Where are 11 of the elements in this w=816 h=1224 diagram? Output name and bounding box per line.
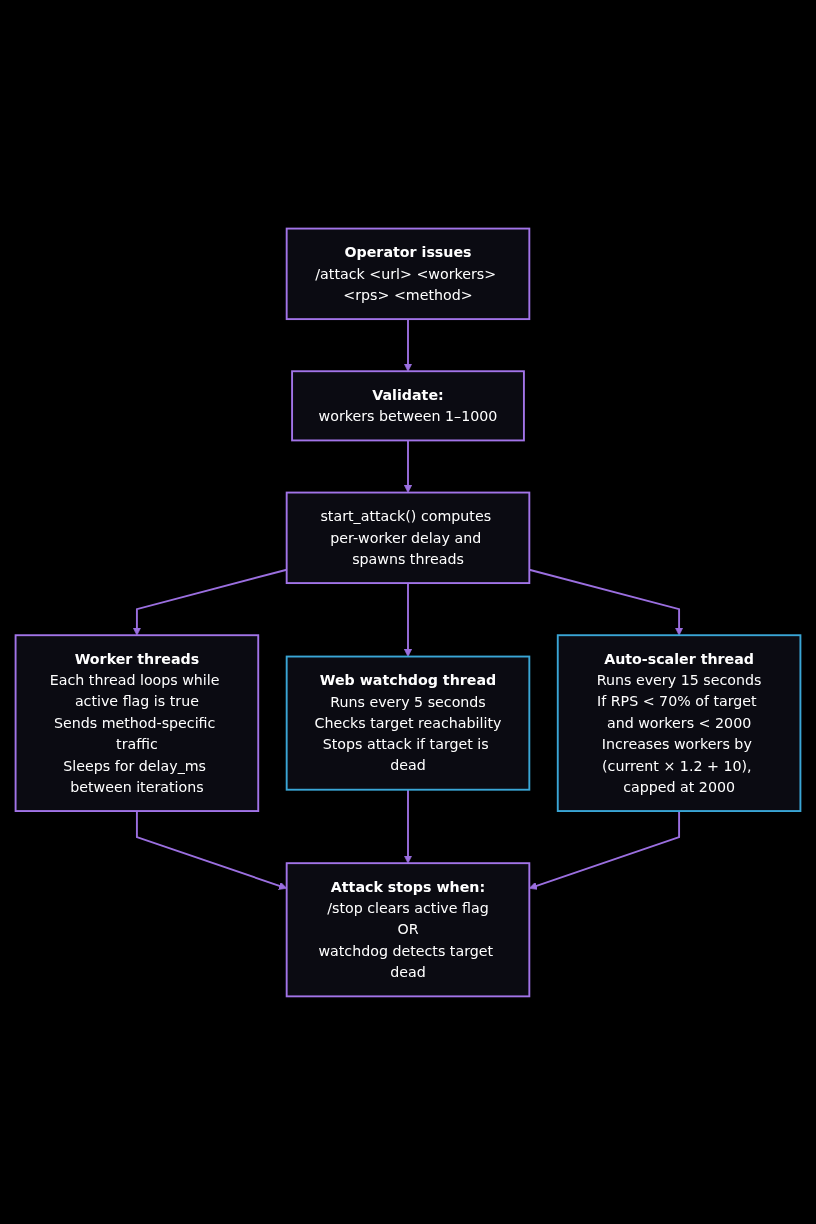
arrow	[403, 788, 413, 864]
node-box: Auto-scaler thread Runs every 15 seconds If RPS < 70% of target and workers < 2000 Increases workers by (current × 1.2 + 10), capped at 2000	[556, 633, 802, 812]
node-box: start_attack() computes per-worker delay and spawns threads	[285, 491, 531, 584]
arrow	[403, 581, 413, 657]
node-box: Validate: workers between 1–1000	[291, 369, 525, 441]
node-box: Attack stops when: /stop clears active flag OR watchdog detects target dead	[285, 861, 531, 997]
arrow	[403, 439, 413, 493]
arrow	[403, 317, 413, 372]
node-box: Web watchdog thread Runs every 5 seconds Checks target reachability Stops attack if target is dead	[285, 655, 531, 791]
node-box: Worker threads Each thread loops while active flag is true Sends method-specific traffic Sleeps for delay_ms between iterations	[14, 633, 260, 812]
node-box: Operator issues /attack <url> <workers> <rps> <method>	[285, 227, 531, 320]
